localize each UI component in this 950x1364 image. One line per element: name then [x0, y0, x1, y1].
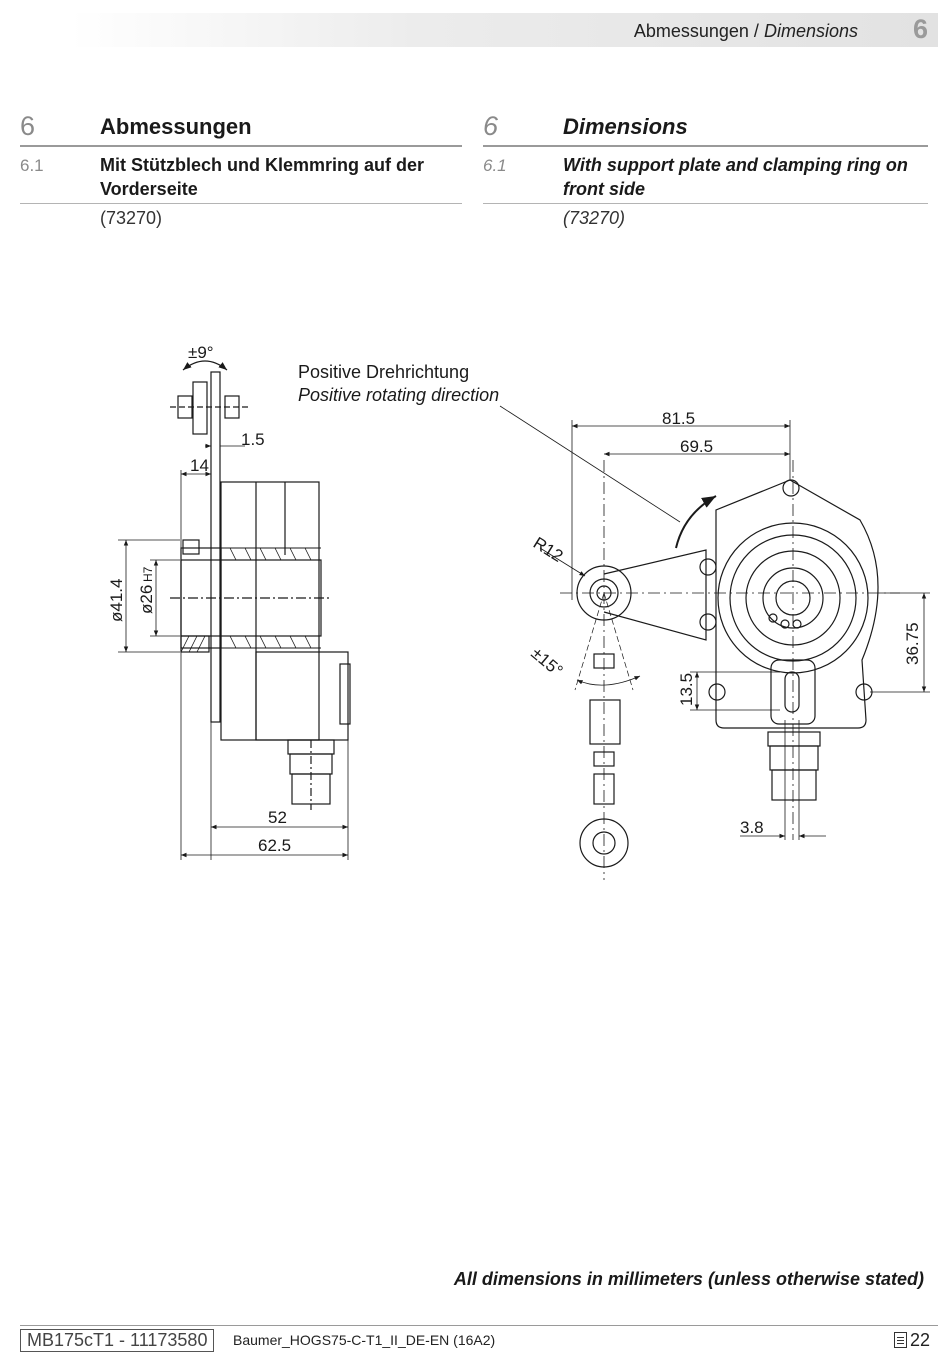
- dim-label-1-5: 1.5: [241, 430, 265, 449]
- footer-page: 22: [893, 1330, 930, 1351]
- subsection-number: 6.1: [20, 156, 44, 175]
- footer-rule: [20, 1325, 938, 1326]
- section-number: 6: [20, 111, 36, 141]
- section-rule: [20, 145, 462, 147]
- dim-label-13-5: 13.5: [677, 673, 696, 706]
- dim-label-52: 52: [268, 808, 287, 827]
- section-title: Abmessungen: [100, 114, 252, 139]
- variant-code: (73270): [100, 208, 163, 228]
- dimension-drawing: ±9° 1.5 14 ø41.4 ø26 H7 52 62.5 Positive…: [107, 343, 930, 880]
- footer-document-name: Baumer_HOGS75-C-T1_II_DE-EN (16A2): [233, 1332, 496, 1348]
- drawing-label-en: Positive rotating direction: [298, 385, 499, 405]
- dim-label-angle-15: ±15°: [527, 644, 566, 681]
- footer-document-id: MB175cT1 - 11173580: [20, 1329, 215, 1352]
- subsection-number: 6.1: [483, 156, 507, 175]
- dim-label-3-8: 3.8: [740, 818, 764, 837]
- dim-label-angle-9: ±9°: [188, 343, 214, 362]
- subsection-title: Mit Stützblech und Klemmring auf der Vor…: [100, 155, 425, 199]
- page-icon: [893, 1332, 907, 1348]
- footnote: All dimensions in millimeters (unless ot…: [453, 1269, 924, 1289]
- variant-code: (73270): [563, 208, 626, 228]
- header-title-en: Dimensions: [763, 21, 858, 41]
- subsection-title: With support plate and clamping ring on …: [563, 155, 908, 199]
- subsection-rule: [20, 203, 462, 204]
- header-band: [70, 13, 938, 47]
- header-title: Abmessungen / Dimensions: [634, 21, 858, 42]
- section-rule: [483, 145, 928, 147]
- header-title-de: Abmessungen /: [633, 21, 759, 41]
- dim-label-36-75: 36.75: [903, 622, 922, 665]
- dim-label-69-5: 69.5: [680, 437, 713, 456]
- dim-label-d41-4: ø41.4: [107, 579, 126, 622]
- subsection-rule: [483, 203, 928, 204]
- dim-label-62-5: 62.5: [258, 836, 291, 855]
- page-number: 22: [909, 1330, 930, 1350]
- dim-label-14: 14: [190, 456, 209, 475]
- dim-label-h7: H7: [141, 566, 155, 582]
- dim-label-d26: ø26: [137, 585, 156, 614]
- dim-label-81-5: 81.5: [662, 409, 695, 428]
- header-chapter-number: 6: [912, 14, 928, 44]
- drawing-label-de: Positive Drehrichtung: [298, 362, 469, 382]
- section-title: Dimensions: [563, 114, 688, 139]
- section-number: 6: [483, 111, 499, 141]
